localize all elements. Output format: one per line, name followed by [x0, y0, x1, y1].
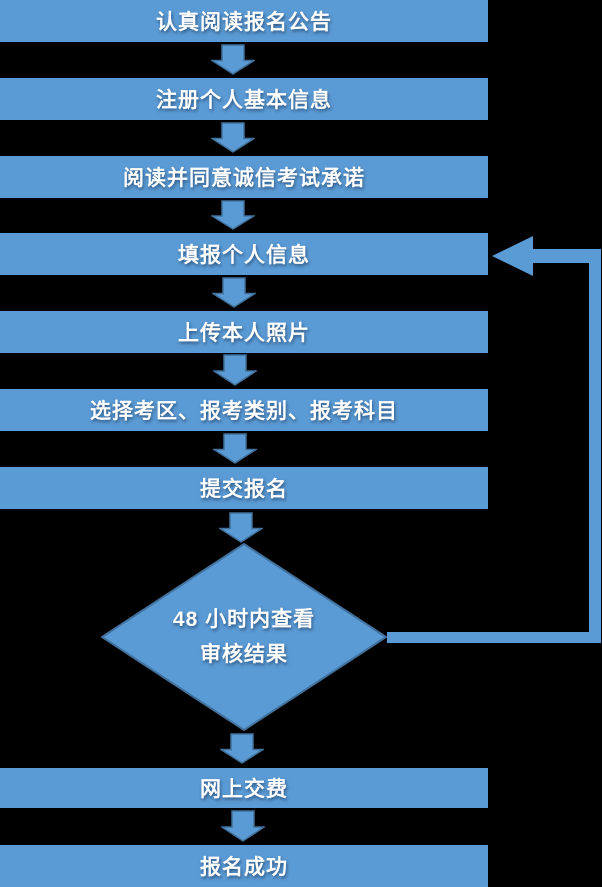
step-online-payment: 网上交费: [0, 768, 488, 808]
feedback-left-arrow-icon: [492, 236, 533, 276]
feedback-bottom-line: [387, 632, 601, 643]
step-label: 网上交费: [200, 778, 288, 801]
step-read-announcement: 认真阅读报名公告: [0, 0, 488, 42]
block-arrow-shape: [221, 810, 265, 842]
down-arrow-icon-5: [213, 354, 257, 386]
step-label: 选择考区、报考类别、报考科目: [90, 400, 398, 423]
block-arrow-shape: [219, 512, 263, 543]
decision-label-line2: 审核结果: [200, 643, 288, 666]
decision-label-line1: 48 小时内查看: [172, 608, 316, 631]
down-arrow-icon-8: [220, 733, 264, 764]
step-label: 提交报名: [200, 478, 288, 501]
down-arrow-icon-9: [221, 810, 265, 842]
down-arrow-icon-6: [213, 433, 257, 464]
step-upload-photo: 上传本人照片: [0, 311, 488, 353]
block-arrow-shape: [211, 122, 255, 153]
down-arrow-icon-2: [211, 122, 255, 153]
step-label: 注册个人基本信息: [156, 89, 332, 112]
down-arrow-icon-4: [212, 277, 256, 308]
step-label: 阅读并同意诚信考试承诺: [123, 167, 365, 190]
diamond-shape: [101, 543, 387, 731]
step-label: 认真阅读报名公告: [156, 11, 332, 34]
down-arrow-icon-3: [211, 200, 255, 230]
step-registration-success: 报名成功: [0, 845, 488, 887]
step-label: 报名成功: [200, 856, 288, 879]
feedback-vertical-line: [589, 249, 601, 643]
block-arrow-shape: [213, 433, 257, 464]
step-label: 上传本人照片: [178, 322, 310, 345]
block-arrow-shape: [211, 200, 255, 230]
block-arrow-shape: [211, 44, 255, 75]
step-select-exam-options: 选择考区、报考类别、报考科目: [0, 389, 488, 431]
step-label: 填报个人信息: [178, 244, 310, 267]
block-arrow-shape: [212, 277, 256, 308]
decision-diamond: [101, 543, 387, 731]
step-agree-integrity-pledge: 阅读并同意诚信考试承诺: [0, 156, 488, 198]
step-fill-personal-info: 填报个人信息: [0, 233, 488, 275]
block-arrow-shape: [220, 733, 264, 764]
step-submit-registration: 提交报名: [0, 467, 488, 509]
block-arrow-shape: [213, 354, 257, 386]
decision-review-result: 48 小时内查看 审核结果: [101, 543, 387, 731]
step-register-basic-info: 注册个人基本信息: [0, 78, 488, 120]
feedback-top-shaft: [533, 249, 601, 263]
down-arrow-icon-1: [211, 44, 255, 75]
down-arrow-icon-7: [219, 512, 263, 543]
